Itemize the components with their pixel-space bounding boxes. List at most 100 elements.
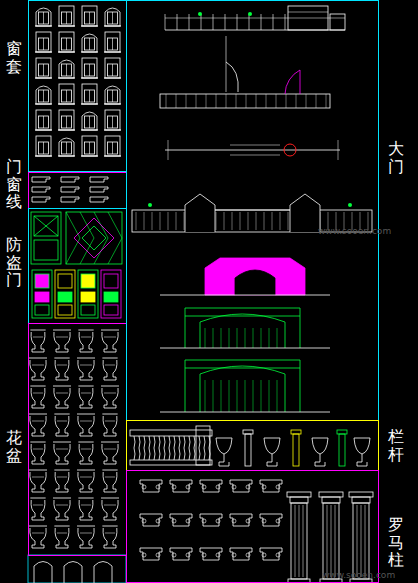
cad-stroke xyxy=(43,142,44,154)
cad-stroke xyxy=(196,426,210,465)
watermark: www.sooen.com xyxy=(322,570,395,580)
cad-stroke xyxy=(85,116,95,128)
cad-stroke xyxy=(262,519,266,523)
cad-stroke xyxy=(89,12,90,24)
cad-stroke xyxy=(202,553,206,557)
cad-stroke xyxy=(288,6,328,30)
cad-stroke xyxy=(74,218,114,258)
section-title: 门窗线 xyxy=(6,158,22,211)
cad-stroke xyxy=(61,187,79,192)
cad-stroke xyxy=(323,503,339,579)
cad-stroke xyxy=(230,145,280,146)
cad-stroke xyxy=(32,177,50,182)
planter xyxy=(102,358,117,380)
cad-stroke xyxy=(160,94,330,108)
cad-stroke xyxy=(186,485,190,489)
cad-stroke xyxy=(261,380,262,412)
cad-stroke xyxy=(237,14,238,30)
cad-stroke xyxy=(285,70,300,94)
cad-stroke xyxy=(232,212,233,230)
cad-stroke xyxy=(186,519,190,523)
cad-stroke xyxy=(273,14,274,30)
cad-stroke xyxy=(66,12,67,24)
cad-stroke xyxy=(246,485,250,489)
cad-stroke xyxy=(166,94,167,108)
cad-stroke xyxy=(262,553,266,557)
panel: 窗套 xyxy=(0,0,127,172)
cad-stroke xyxy=(82,226,106,250)
panel-border xyxy=(126,470,379,583)
cad-stroke xyxy=(90,177,108,182)
cad-stroke xyxy=(199,436,200,460)
cad-stroke xyxy=(339,434,345,466)
cad-stroke xyxy=(61,177,79,182)
cad-stroke xyxy=(81,449,91,450)
cad-stroke xyxy=(39,90,49,102)
cad-stroke xyxy=(85,64,95,76)
cad-stroke xyxy=(160,295,330,296)
cad-stroke xyxy=(89,90,90,102)
cad-stroke xyxy=(81,77,98,78)
cad-stroke xyxy=(154,436,155,460)
cad-stroke xyxy=(81,505,91,506)
cad-stroke xyxy=(186,94,187,108)
cad-stroke xyxy=(172,519,176,523)
window-frame xyxy=(36,86,51,104)
cad-stroke xyxy=(306,94,307,108)
cad-stroke xyxy=(81,292,95,302)
window-frame xyxy=(59,138,74,156)
cad-stroke xyxy=(184,212,185,230)
planter xyxy=(54,526,69,548)
section-title: 大门 xyxy=(388,140,404,175)
cad-stroke xyxy=(43,64,44,76)
cad-stroke xyxy=(160,348,330,349)
cad-stroke xyxy=(58,292,72,302)
cad-stroke xyxy=(226,62,238,92)
planter xyxy=(54,414,69,436)
cad-stroke xyxy=(142,485,146,489)
cad-stroke xyxy=(81,337,91,338)
cad-stroke xyxy=(331,505,332,577)
cad-stroke xyxy=(32,533,44,534)
cad-stroke xyxy=(39,142,49,154)
planter xyxy=(78,386,93,408)
cad-stroke xyxy=(253,328,254,348)
cad-stroke xyxy=(295,505,296,577)
column-capital xyxy=(170,548,192,560)
cad-stroke xyxy=(172,553,176,557)
cad-stroke xyxy=(326,94,327,108)
column-capital xyxy=(140,480,162,492)
cad-stroke xyxy=(349,492,373,497)
planter xyxy=(53,442,71,464)
section-title: 罗马柱 xyxy=(388,516,404,569)
cad-stroke xyxy=(276,553,280,557)
cad-stroke xyxy=(205,380,206,412)
cad-stroke xyxy=(248,212,249,230)
cad-stroke xyxy=(288,212,289,230)
cad-stroke xyxy=(156,485,160,489)
cad-stroke xyxy=(34,562,52,583)
cad-stroke xyxy=(104,337,116,338)
planter xyxy=(78,330,93,352)
cad-stroke xyxy=(245,328,246,348)
cad-stroke xyxy=(81,155,98,156)
cad-stroke xyxy=(66,38,67,50)
cad-stroke xyxy=(148,203,152,207)
cad-stroke xyxy=(59,6,74,26)
cad-stroke xyxy=(112,12,113,24)
cad-stroke xyxy=(261,14,262,30)
cad-stroke xyxy=(105,421,115,422)
cad-stroke xyxy=(43,38,44,50)
cad-stroke xyxy=(156,553,160,557)
panel: 罗马柱 xyxy=(126,470,418,583)
cad-stroke xyxy=(89,38,90,50)
cad-stroke xyxy=(59,84,74,104)
cad-stroke xyxy=(160,212,161,230)
cad-stroke xyxy=(33,337,43,338)
panel: 门窗线 xyxy=(0,172,127,208)
cad-stroke xyxy=(62,142,72,154)
cad-stroke xyxy=(354,438,370,466)
cad-stroke xyxy=(58,77,75,78)
cad-stroke xyxy=(57,533,67,534)
cad-stroke xyxy=(31,212,61,264)
